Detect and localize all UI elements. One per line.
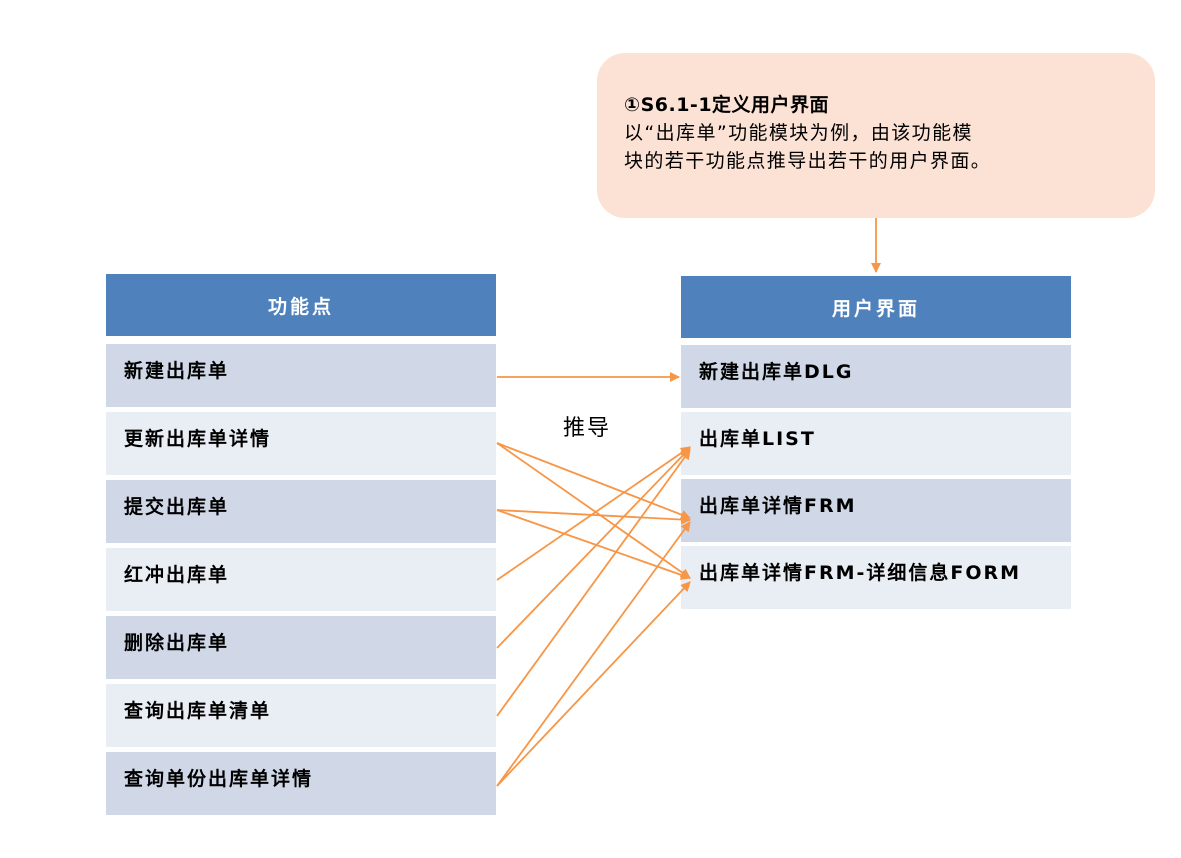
user-interface-row: 新建出库单DLG xyxy=(681,345,1071,408)
arrow-delete-list xyxy=(496,447,691,649)
callout-title: ①S6.1-1定义用户界面 xyxy=(624,94,830,116)
user-interface-row: 出库单LIST xyxy=(681,412,1071,475)
arrow-submit-detail xyxy=(496,509,691,525)
derive-label: 推导 xyxy=(563,416,612,441)
arrow-query-list xyxy=(496,449,691,717)
arrow-redflush-list xyxy=(496,446,691,581)
arrow-submit-form xyxy=(496,509,691,580)
user-interface-row: 出库单详情FRM xyxy=(681,479,1071,542)
function-point-row: 红冲出库单 xyxy=(106,548,496,611)
function-point-row: 更新出库单详情 xyxy=(106,412,496,475)
arrow-update-detail xyxy=(496,442,691,520)
user-interface-table: 用户界面 新建出库单DLG 出库单LIST 出库单详情FRM 出库单详情FRM-… xyxy=(681,276,1071,612)
function-point-row: 查询出库单清单 xyxy=(106,684,496,747)
user-interface-header: 用户界面 xyxy=(681,276,1071,338)
function-point-row: 删除出库单 xyxy=(106,616,496,679)
callout-box: ①S6.1-1定义用户界面 以“出库单”功能模块为例，由该功能模 块的若干功能点… xyxy=(597,53,1155,218)
function-point-row: 新建出库单 xyxy=(106,344,496,407)
function-point-row: 查询单份出库单详情 xyxy=(106,752,496,815)
function-points-header: 功能点 xyxy=(106,274,496,336)
arrow-update-form xyxy=(496,442,691,579)
function-point-row: 提交出库单 xyxy=(106,480,496,543)
callout-text-line2: 块的若干功能点推导出若干的用户界面。 xyxy=(624,150,992,172)
user-interface-row: 出库单详情FRM-详细信息FORM xyxy=(681,546,1071,609)
function-points-table: 功能点 新建出库单 更新出库单详情 提交出库单 红冲出库单 删除出库单 查询出库… xyxy=(106,274,496,817)
arrow-query-single-form xyxy=(496,581,691,787)
arrow-query-single-detail xyxy=(496,521,691,787)
callout-text-line1: 以“出库单”功能模块为例，由该功能模 xyxy=(624,122,973,144)
